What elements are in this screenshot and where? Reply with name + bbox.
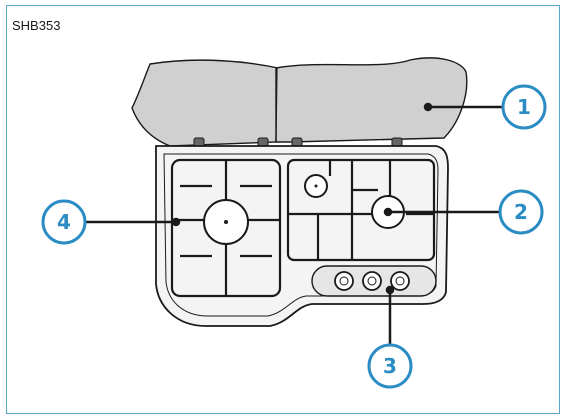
pan-support-right (286, 158, 436, 262)
hob-body (155, 145, 449, 327)
callout-3: 3 (367, 343, 413, 389)
callout-2: 2 (498, 189, 544, 235)
pan-support-left (170, 158, 282, 298)
lid-panel-left (131, 59, 279, 147)
callout-4: 4 (41, 199, 87, 245)
svg-text:3: 3 (383, 354, 397, 378)
model-label: SHB353 (12, 18, 61, 33)
callout-1: 1 (501, 84, 547, 130)
burner-small (304, 174, 328, 198)
burner-large (203, 199, 249, 245)
control-knob (334, 271, 354, 291)
lid-panel-right (275, 57, 468, 143)
control-panel (311, 265, 437, 297)
control-knob (362, 271, 382, 291)
control-knob (390, 271, 410, 291)
leader-lines (86, 102, 502, 344)
svg-text:1: 1 (517, 95, 531, 119)
svg-text:4: 4 (57, 210, 71, 234)
glass-lid (131, 57, 468, 155)
svg-text:2: 2 (514, 200, 528, 224)
